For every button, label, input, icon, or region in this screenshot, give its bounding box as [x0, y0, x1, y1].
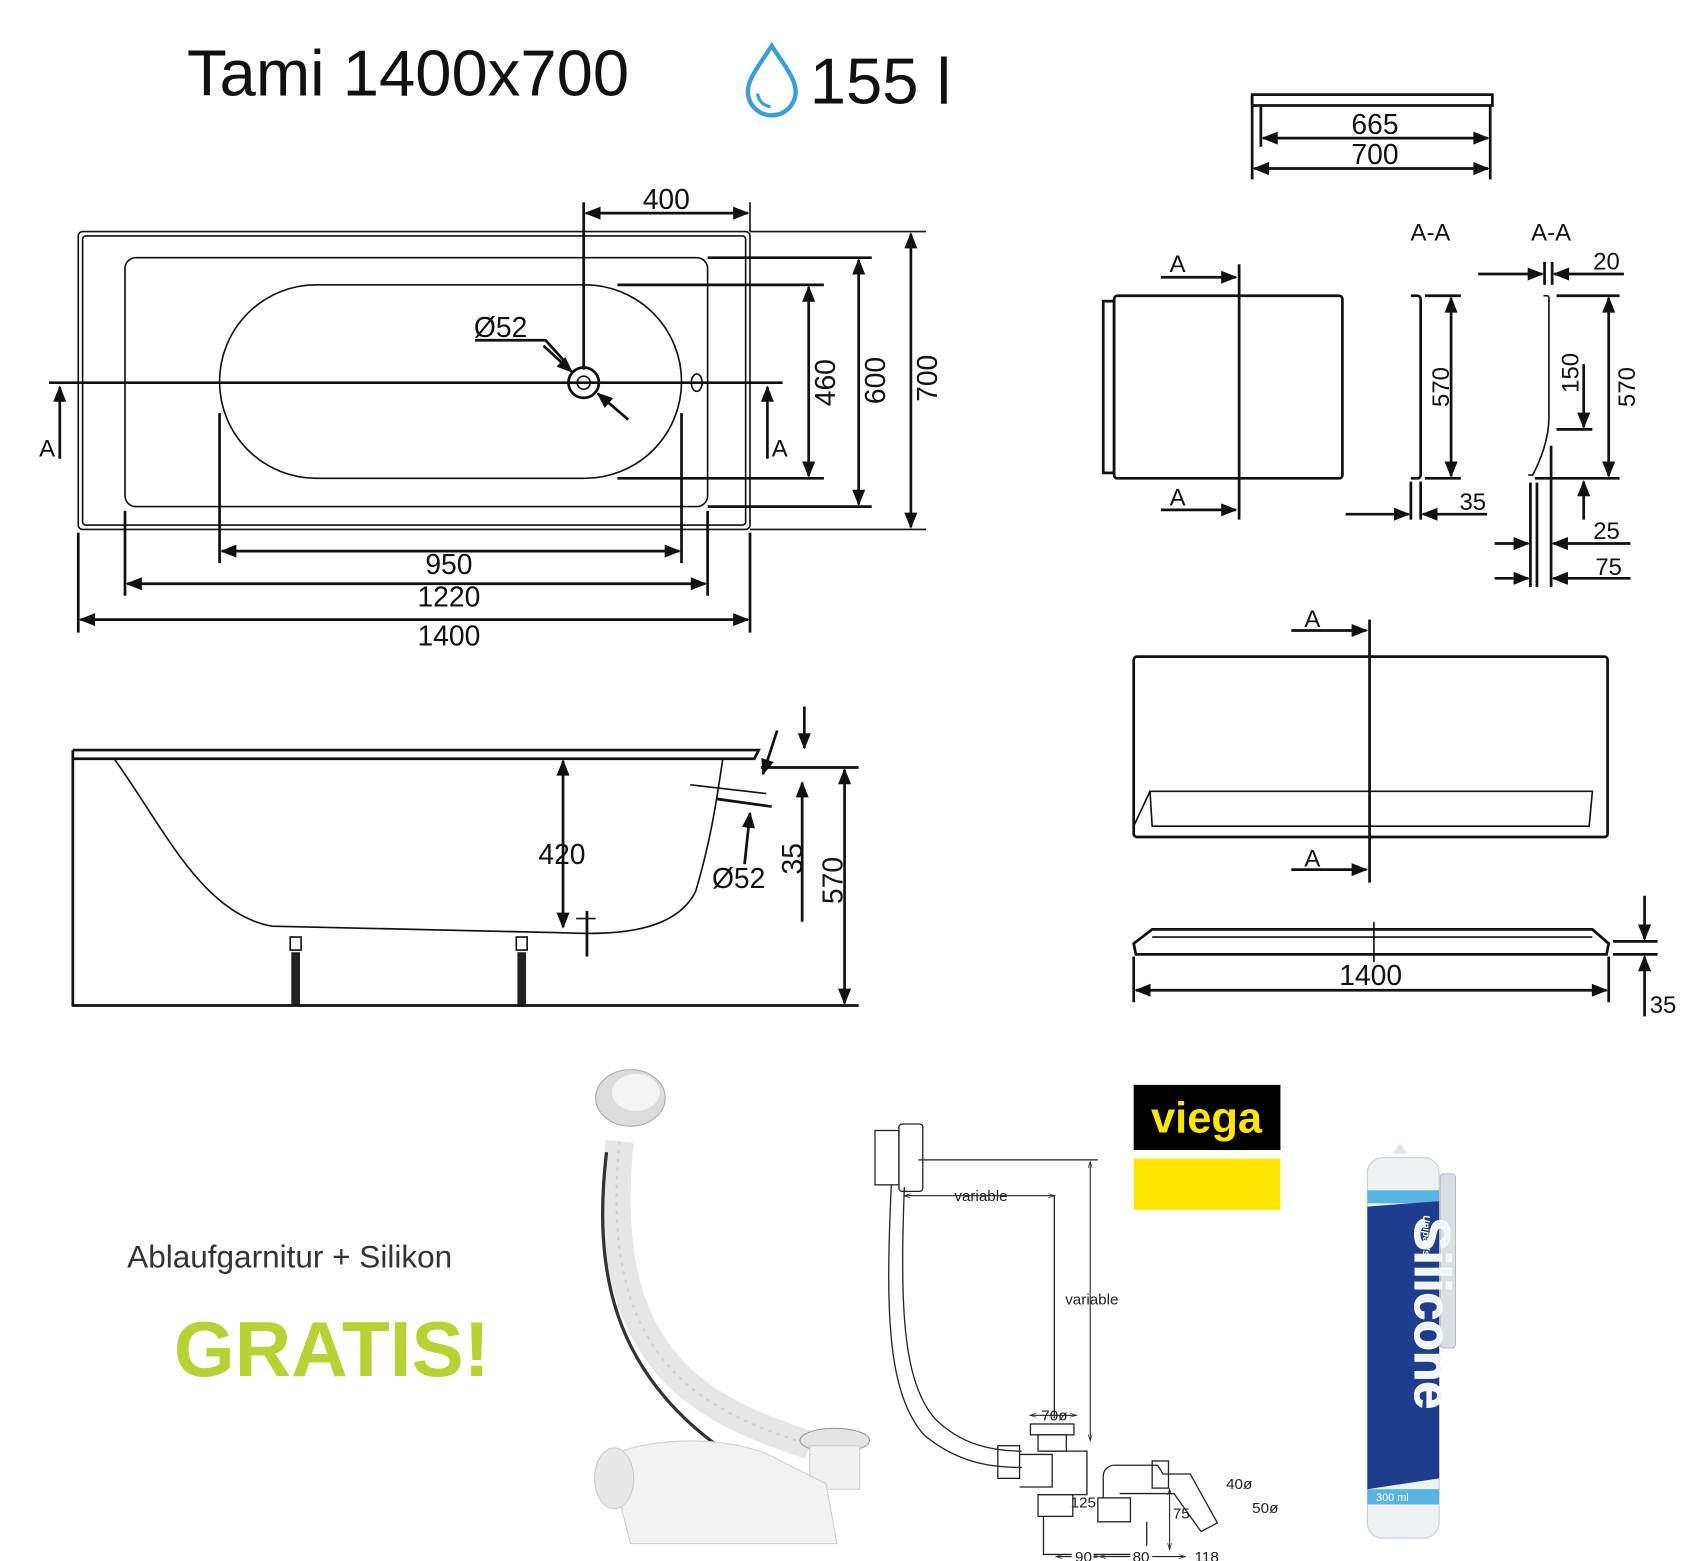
- silicone-volume: 300 ml: [1376, 1492, 1409, 1504]
- end-dim-700: 700: [1351, 138, 1398, 170]
- end-panel-drawings: 665 700 A A A-A 570 35 A-A 20 150 570: [1101, 93, 1641, 588]
- dim-40-diameter: 40ø: [1226, 1476, 1252, 1493]
- dim-75: 75: [1173, 1506, 1190, 1523]
- viega-logo-text: viega: [1151, 1095, 1263, 1143]
- dim-665: 665: [1351, 108, 1398, 140]
- dim-700: 700: [911, 355, 943, 402]
- dim-1220: 1220: [417, 581, 480, 613]
- drain-set-photo: [594, 1069, 871, 1545]
- dim-570: 570: [816, 857, 848, 904]
- variable-vertical-label: variable: [1065, 1291, 1118, 1308]
- section2-title: A-A: [1531, 219, 1571, 246]
- silicone-maker-text: Unipak's: [1420, 1215, 1431, 1256]
- section2-dim-570: 570: [1614, 367, 1641, 407]
- promo: Ablaufgarnitur + Silikon GRATIS!: [127, 1238, 490, 1393]
- section-marker-right: A: [772, 436, 788, 463]
- end-section-bottom: A: [1170, 485, 1186, 512]
- volume-label: 155 l: [810, 44, 951, 117]
- silicone-tube: Silicone Unipak's 300 ml: [1366, 1143, 1461, 1539]
- front-section-bottom: A: [1304, 845, 1320, 872]
- section2-dim-150: 150: [1557, 353, 1584, 393]
- dim-118: 118: [1195, 1549, 1219, 1561]
- section2-dim-75: 75: [1595, 554, 1622, 581]
- section1-title: A-A: [1411, 219, 1451, 246]
- dim-420: 420: [538, 838, 585, 870]
- dim-1400: 1400: [417, 620, 480, 652]
- dim-90: 90: [1075, 1549, 1092, 1561]
- dim-950: 950: [425, 548, 472, 580]
- overflow-diameter-label: Ø52: [712, 862, 765, 894]
- dim-70-diameter: 70ø: [1041, 1408, 1067, 1425]
- header: Tami 1400x700 155 l: [187, 37, 951, 118]
- front-section-top: A: [1304, 606, 1320, 633]
- end-section-top: A: [1170, 251, 1186, 278]
- dim-50-diameter: 50ø: [1252, 1500, 1278, 1517]
- product-title: Tami 1400x700: [187, 37, 629, 110]
- dim-35: 35: [776, 843, 808, 874]
- viega-logo: viega: [1133, 1084, 1281, 1210]
- dim-400: 400: [643, 183, 690, 215]
- section-marker-left: A: [39, 436, 55, 463]
- dim-600: 600: [859, 357, 891, 404]
- section2-dim-20: 20: [1593, 249, 1620, 276]
- silicone-brand-text: Silicone: [1404, 1217, 1460, 1409]
- drain-diameter-label: Ø52: [474, 311, 527, 343]
- gratis-label: GRATIS!: [174, 1305, 490, 1393]
- front-panel-drawings: A A 1400 35: [1132, 606, 1677, 1019]
- dim-460: 460: [809, 359, 841, 406]
- top-view: 400 700 600 460 950 1220 1400 Ø52 A A: [39, 183, 943, 652]
- dim-125: 125: [1071, 1495, 1096, 1512]
- water-drop-icon: [745, 41, 798, 118]
- section1-height: 570: [1428, 367, 1455, 407]
- tub-leg: [289, 936, 302, 1005]
- front-dim-35: 35: [1650, 992, 1677, 1019]
- section2-dim-25: 25: [1593, 518, 1620, 545]
- promo-line: Ablaufgarnitur + Silikon: [127, 1238, 452, 1274]
- variable-horizontal-label: variable: [954, 1188, 1007, 1205]
- section1-thickness: 35: [1460, 489, 1487, 516]
- drain-dimension-diagram: variable variable 70ø 125 75 40ø 50ø 90 …: [874, 1123, 1278, 1561]
- dim-80: 80: [1133, 1549, 1150, 1561]
- side-view: 420 35 570 Ø52: [71, 706, 859, 1007]
- tub-leg: [515, 936, 528, 1005]
- front-dim-1400: 1400: [1339, 959, 1402, 991]
